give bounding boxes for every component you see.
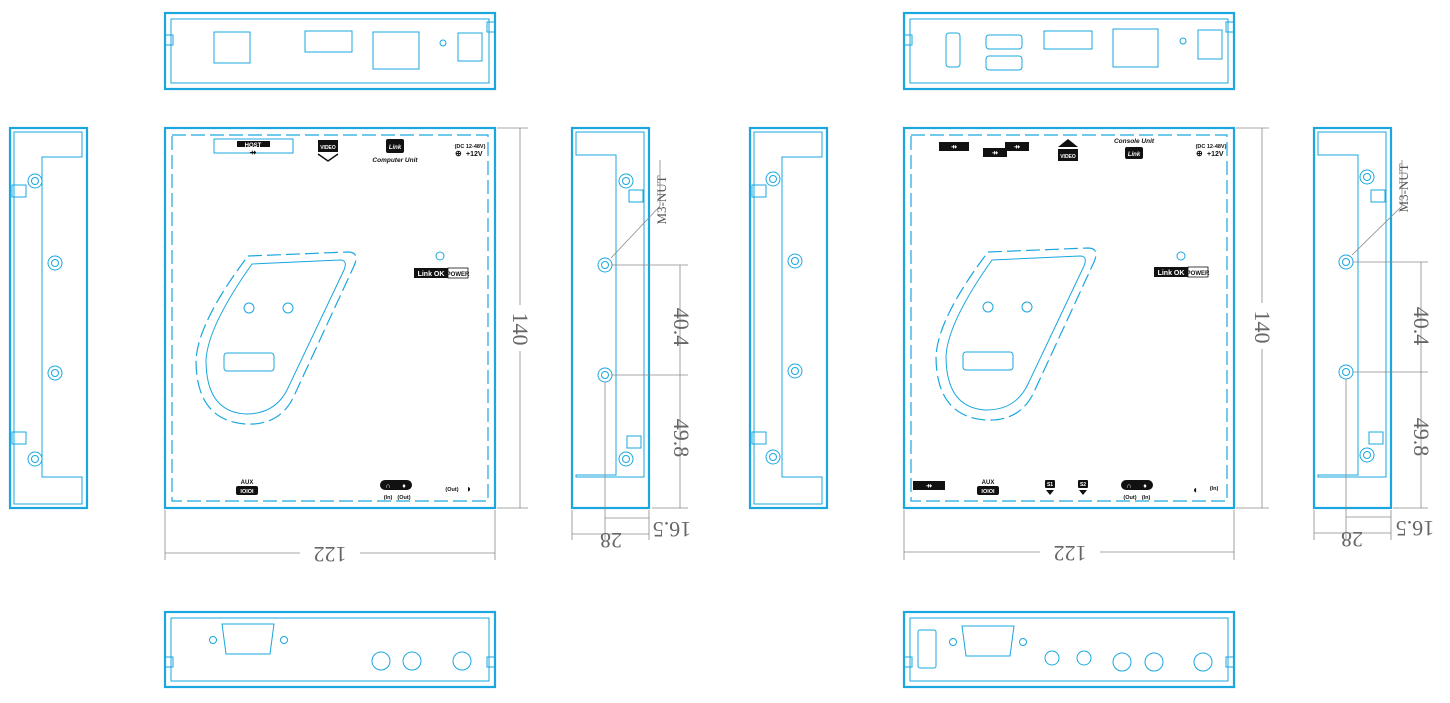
usb-icon: ⇸ [951, 144, 957, 151]
s2-label: S2 [1080, 482, 1086, 488]
aux-port-label: IOIOI [981, 489, 995, 495]
headphone-icon: ∩ [1126, 483, 1131, 490]
usb-badge-2 [983, 148, 1007, 157]
computer-dim-mount-spacing-2: 49.8 [669, 419, 694, 458]
console-unit-front-view: ⇸ ⇸ ⇸ VIDEO Console Unit Link (DC 12-48V… [902, 126, 1236, 510]
console-dim-mount-spacing-1: 40.4 [1409, 307, 1434, 346]
aux-port-badge [236, 486, 258, 495]
computer-unit-left-view [8, 126, 89, 510]
speaker-out-label: (Out) [445, 487, 458, 493]
computer-dim-mount-spacing-1: 40.4 [669, 308, 694, 347]
audio-out-label: (Out) [397, 495, 410, 501]
computer-screw-type: M3-NUT [654, 175, 669, 224]
usb-icon: ⇸ [992, 150, 998, 157]
speaker-in-label: (In) [1210, 486, 1219, 492]
arrow-down-icon [1046, 490, 1054, 495]
console-dim-height: 140 [1250, 311, 1275, 344]
computer-unit-front-view: HOST ⇸ VIDEO Link Computer Unit (DC 12-4… [163, 126, 497, 510]
audio-badge [1121, 480, 1153, 490]
console-dim-mount-spacing-2: 49.8 [1409, 418, 1434, 457]
audio-badge [380, 480, 412, 490]
aux-port-badge [977, 486, 999, 495]
usb-icon: ⇸ [926, 483, 932, 490]
aux-label: AUX [982, 480, 995, 486]
link-ok-label: Link OK [1158, 270, 1185, 277]
aux-port-label: IOIOI [240, 489, 254, 495]
power-label: POWER [1187, 271, 1210, 277]
video-label: VIDEO [320, 145, 336, 151]
chevron-down-icon [317, 153, 339, 162]
host-label: HOST [245, 143, 262, 149]
power-label: POWER [447, 272, 470, 278]
microphone-icon: ♦ [1143, 483, 1147, 490]
computer-unit-top-view [163, 11, 497, 91]
power-plug-icon: ⊕ [455, 149, 462, 158]
headphone-icon: ∩ [385, 483, 390, 490]
aux-label: AUX [241, 480, 254, 486]
link-ok-label: Link OK [418, 271, 445, 278]
power-input-label: (DC 12-48V) [1196, 144, 1227, 150]
computer-dim-offset: 16.5 [653, 517, 692, 542]
speaker-icon: ◖ [1192, 485, 1198, 496]
link-ok-badge [1154, 267, 1188, 277]
power-plug-icon: ⊕ [1196, 149, 1203, 158]
computer-unit-right-view [570, 126, 651, 510]
video-label: VIDEO [1060, 154, 1076, 160]
link-label: Link [389, 145, 402, 151]
audio-out-label: (Out) [1123, 495, 1136, 501]
computer-dim-width: 122 [314, 542, 347, 567]
usb-badge-1 [939, 142, 969, 151]
s1-badge [1045, 480, 1055, 488]
link-badge [1125, 147, 1143, 159]
console-unit-left-view [748, 126, 829, 510]
console-unit-main-dimensions: 140 122 [903, 127, 1276, 566]
link-badge [386, 139, 404, 153]
computer-dim-depth: 28 [600, 528, 622, 553]
console-unit-top-view [902, 11, 1236, 91]
s1-label: S1 [1047, 482, 1053, 488]
computer-dim-height: 140 [508, 313, 533, 346]
video-badge [1058, 149, 1078, 161]
computer-unit-main-dimensions: 140 122 [164, 127, 534, 567]
console-unit-right-view [1312, 126, 1393, 510]
console-unit-side-dimensions: 40.4 49.8 16.5 28 M3-NUT [1313, 160, 1435, 552]
s2-badge [1078, 480, 1088, 488]
audio-in-label: (In) [384, 495, 393, 501]
audio-in-label: (In) [1142, 495, 1151, 501]
arrow-down-icon [1079, 490, 1087, 495]
usb-badge-4 [913, 481, 945, 490]
computer-unit-bottom-view [163, 610, 497, 689]
computer-unit-side-dimensions: 40.4 49.8 16.5 28 M3-NUT [571, 160, 694, 553]
console-screw-type: M3-NUT [1396, 163, 1411, 212]
host-badge [237, 141, 270, 147]
unit-name-label: Console Unit [1114, 138, 1155, 145]
power-voltage-label: +12V [1207, 151, 1224, 158]
power-input-label: (DC 12-48V) [455, 144, 486, 150]
unit-name-label: Computer Unit [372, 157, 418, 164]
usb-icon: ⇸ [1014, 144, 1020, 151]
usb-badge-3 [1005, 142, 1029, 151]
usb-icon: ⇸ [250, 148, 257, 157]
link-label: Link [1128, 152, 1141, 158]
speaker-icon: ◗ [466, 484, 472, 495]
power-voltage-label: +12V [466, 151, 483, 158]
console-dim-offset: 16.5 [1396, 516, 1435, 541]
link-ok-badge [414, 268, 448, 278]
video-badge [318, 140, 338, 152]
console-dim-width: 122 [1054, 541, 1087, 566]
console-unit-bottom-view [902, 610, 1236, 689]
chevron-up-icon [1058, 139, 1078, 147]
microphone-icon: ♦ [402, 483, 406, 490]
console-dim-depth: 28 [1341, 527, 1363, 552]
